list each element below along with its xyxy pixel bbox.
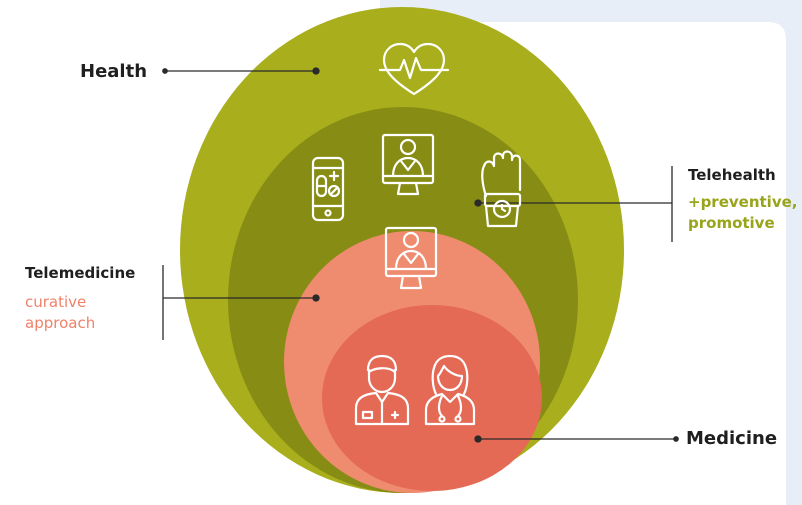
telemedicine-note: curative approach (25, 292, 95, 334)
health-label: Health (80, 61, 148, 82)
telehealth-label: Telehealth (688, 166, 776, 184)
medicine-label: Medicine (686, 428, 778, 449)
telehealth-note-line1: +preventive, (688, 193, 798, 211)
telemedicine-note-line1: curative (25, 293, 87, 311)
telehealth-note: +preventive, promotive (688, 192, 797, 234)
male-doctor-icon (354, 354, 410, 426)
telemedicine-leader (162, 265, 320, 340)
telehealth-leader (474, 166, 673, 242)
doctor-monitor-icon (384, 226, 438, 290)
female-doctor-icon (424, 354, 476, 426)
doctor-monitor-icon (381, 133, 435, 196)
telemedicine-note-line2: approach (25, 314, 96, 332)
smartphone-pill-icon (311, 156, 345, 222)
health-leader (162, 67, 320, 75)
smartwatch-hand-icon (481, 150, 522, 228)
telehealth-note-line2: promotive (688, 214, 775, 232)
heart-pulse-icon (378, 42, 450, 96)
leader-lines (162, 67, 679, 443)
telemedicine-label: Telemedicine (25, 264, 136, 282)
medicine-leader (474, 435, 679, 443)
